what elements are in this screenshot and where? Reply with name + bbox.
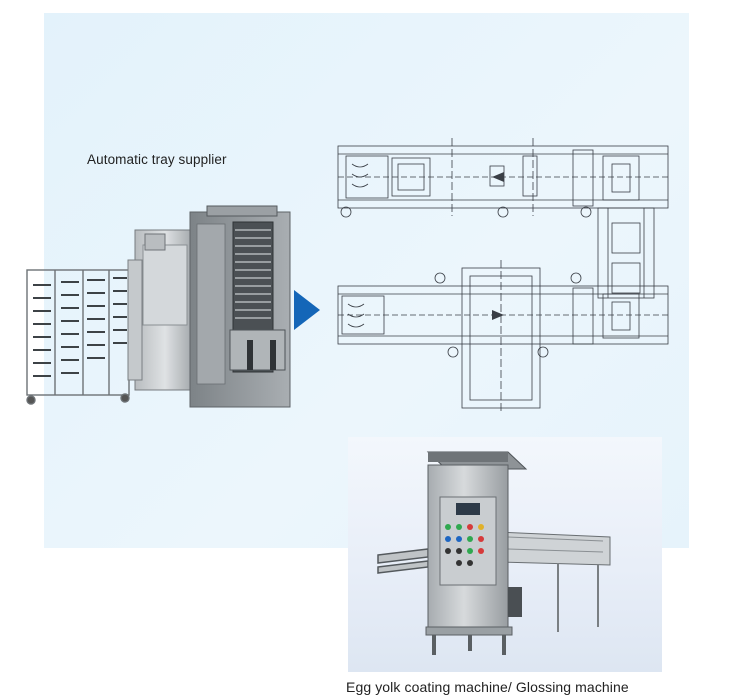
conveyor-layout-drawing [337,138,669,413]
tray-rack [26,269,130,405]
feeder-frame [127,229,196,391]
right-triangle-arrow-icon [294,290,320,330]
control-buttons [445,524,484,566]
tray-supplier-machine-image [26,205,291,408]
coating-machine-caption: Egg yolk coating machine/ Glossing machi… [346,679,629,695]
coating-machine-photo [348,437,662,672]
main-cabinet [189,205,291,408]
tray-supplier-caption: Automatic tray supplier [87,152,227,167]
